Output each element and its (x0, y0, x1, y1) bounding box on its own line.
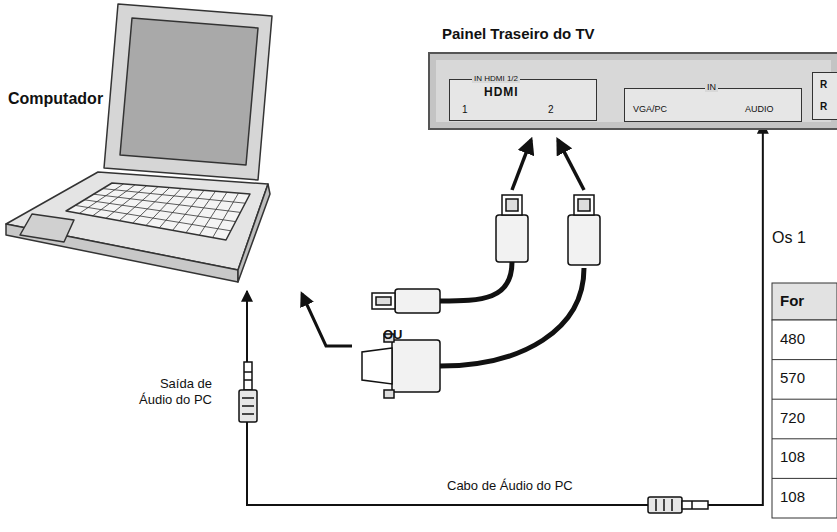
plug-grip (663, 499, 665, 511)
table-cell: 108 (780, 488, 805, 506)
tv-back-panel: IN HDMI 1/2HDMI12INVGA/PCAUDIORRPainel T… (428, 52, 837, 130)
keyboard (66, 183, 250, 240)
jack-grip (242, 397, 254, 399)
jack-tip (244, 362, 252, 390)
vga-cable (362, 140, 600, 398)
plug-tip (682, 501, 708, 509)
laptop-lid (104, 4, 272, 180)
plug-body (648, 497, 682, 513)
node-text: AUDIO (745, 104, 774, 114)
table-cell: 480 (780, 330, 805, 348)
audio-jack (239, 362, 257, 422)
key-column (133, 188, 170, 224)
table-header (772, 283, 837, 320)
jack-grip (242, 413, 254, 415)
table-rule (772, 399, 837, 400)
node-text: HDMI (484, 86, 519, 100)
key-column (119, 187, 158, 221)
hdmi-input-group: IN HDMI 1/2HDMI12 (449, 79, 597, 121)
table-rule (772, 359, 837, 360)
key-column (199, 192, 227, 235)
hdmi-plug-head (574, 195, 594, 215)
hdmi-plug-body (496, 215, 528, 262)
key-column (146, 189, 181, 226)
vga-screw (384, 390, 394, 398)
node-heading: IN HDMI 1/2 (472, 74, 520, 83)
node-text: VGA/PC (633, 104, 667, 114)
table-cell: 720 (780, 409, 805, 427)
plug-grip (671, 499, 673, 511)
plug-arrow (558, 140, 584, 190)
node-text: R (820, 101, 827, 113)
vga-plug-head (362, 348, 392, 384)
table-body (772, 320, 837, 518)
audio-plug (648, 497, 708, 513)
choice-arrow (302, 294, 352, 346)
hdmi-plug-pins (506, 199, 518, 211)
jack-ring (244, 371, 252, 373)
rca-input-group: RR (812, 72, 837, 120)
plug-grip (655, 499, 657, 511)
laptop-screen (120, 18, 258, 165)
hdmi-cable (372, 140, 531, 313)
hdmi-plug-pins (578, 199, 590, 211)
keyboard-keys (75, 184, 245, 238)
table-cell: For (780, 292, 804, 310)
part-label: Saída de Áudio do PC (124, 376, 212, 407)
vga-screw (384, 334, 394, 342)
jack-ring (244, 379, 252, 381)
key-column (186, 191, 216, 233)
vga-plug-body (392, 340, 440, 392)
laptop-illustration (6, 4, 272, 282)
table-rule (772, 438, 837, 439)
node-text: 2 (548, 104, 554, 116)
node-heading: IN (705, 82, 718, 92)
jack-body (239, 390, 257, 422)
hdmi-plug-head (502, 195, 522, 215)
cable (440, 268, 584, 366)
jack-grip (242, 405, 254, 407)
in-input-group: INVGA/PCAUDIO (624, 88, 802, 122)
hdmi-plug-body (395, 289, 440, 313)
hdmi-plug-body (568, 215, 600, 265)
choice-label: OU (383, 327, 403, 343)
computer: Computador (0, 0, 300, 290)
key-column (213, 193, 239, 238)
node-heading: Painel Traseiro do TV (442, 25, 595, 42)
part-label: Cabo de Áudio do PC (447, 478, 573, 494)
note-text: Os 1 (772, 228, 806, 247)
table-rule (772, 478, 837, 479)
touchpad (20, 214, 74, 242)
audio-cable (247, 123, 763, 505)
table-cell: 570 (780, 369, 805, 387)
cable (440, 262, 512, 301)
hdmi-plug-pins (376, 297, 391, 305)
key-column (159, 189, 192, 228)
plug-ring (691, 501, 693, 509)
key-column (173, 190, 204, 230)
hdmi-plug-head (372, 293, 395, 309)
node-text: 1 (462, 104, 468, 116)
format-table (772, 283, 837, 518)
node-heading: Computador (8, 90, 103, 108)
plug-arrow (512, 140, 531, 190)
node-text: R (820, 79, 827, 91)
table-cell: 108 (780, 448, 805, 466)
